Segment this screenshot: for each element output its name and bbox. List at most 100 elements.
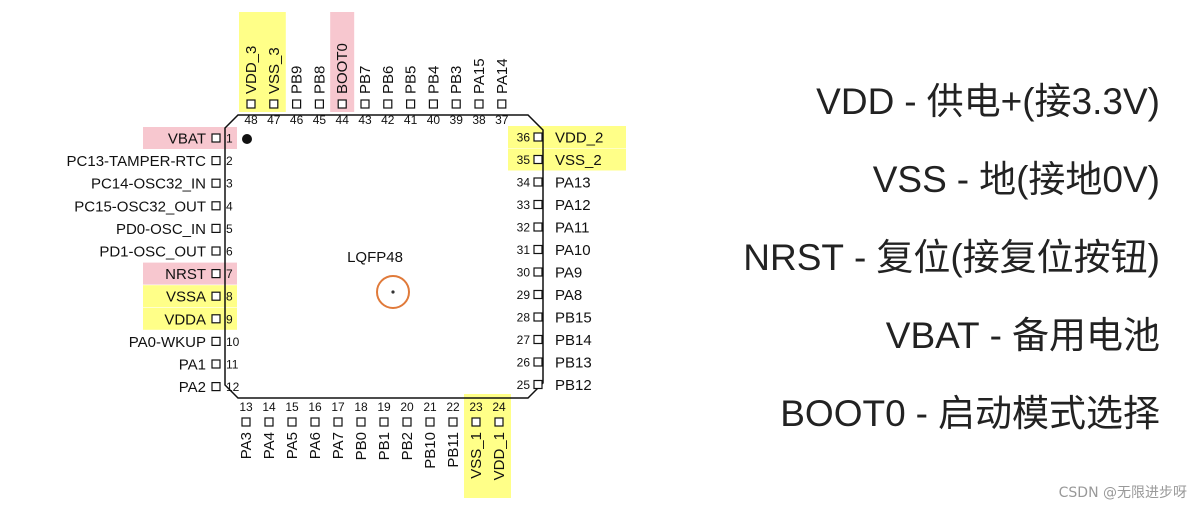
pin-pad xyxy=(448,417,458,427)
pin-number: 20 xyxy=(400,400,414,414)
pin-label: PB8 xyxy=(311,66,328,94)
pin-number: 26 xyxy=(517,356,531,370)
pin-label: PB6 xyxy=(380,66,397,94)
pin-pad xyxy=(533,177,543,187)
pin-pad xyxy=(269,99,279,109)
pin-highlight xyxy=(143,285,237,308)
legend-separator: - xyxy=(854,237,867,278)
pin-pad xyxy=(211,201,221,211)
pin-pad xyxy=(246,99,256,109)
pin-number: 12 xyxy=(226,380,240,394)
pin-pad xyxy=(287,417,297,427)
pin-number: 13 xyxy=(239,400,253,414)
legend-code: VSS xyxy=(872,159,947,200)
pin-label: VDD_3 xyxy=(243,46,260,94)
pin-number: 19 xyxy=(377,400,391,414)
pin-highlight xyxy=(330,12,355,112)
pin-pad xyxy=(211,382,221,392)
pin-label: PA15 xyxy=(471,58,488,94)
pin-label: PA14 xyxy=(494,58,511,94)
pin-label: NRST xyxy=(165,266,206,283)
legend-separator: - xyxy=(989,315,1002,356)
pin-number: 47 xyxy=(267,113,281,127)
pin-pad xyxy=(264,417,274,427)
pin-pad xyxy=(360,99,370,109)
pin-pad xyxy=(314,99,324,109)
legend-code: VBAT xyxy=(885,315,980,356)
pin-number: 15 xyxy=(285,400,299,414)
pin-label: PB3 xyxy=(448,66,465,94)
pin-pad xyxy=(533,154,543,165)
pin-pad xyxy=(474,99,484,109)
pin-legend: VDD-供电+(接3.3V) VSS-地(接地0V) NRST-复位(接复位按钮… xyxy=(680,78,1180,468)
pin-number: 37 xyxy=(495,113,509,127)
pin-label: PC15-OSC32_OUT xyxy=(74,198,206,215)
pin-number: 21 xyxy=(423,400,437,414)
pin-highlight xyxy=(261,12,286,112)
pin-label: BOOT0 xyxy=(334,43,351,94)
pin-label: PA2 xyxy=(179,379,206,396)
pin-pad xyxy=(533,222,543,232)
pin-pad xyxy=(533,357,543,367)
pin-pad xyxy=(333,417,343,427)
pin-pad xyxy=(379,417,389,427)
pin-number: 24 xyxy=(492,400,506,414)
pin-number: 6 xyxy=(226,245,233,259)
pin-label: PA9 xyxy=(555,265,582,282)
pin-number: 4 xyxy=(226,199,233,213)
pin-label: PB10 xyxy=(422,432,439,469)
pin-pad xyxy=(428,99,438,109)
pin-label: PB1 xyxy=(376,432,393,460)
pin-label: PD0-OSC_IN xyxy=(116,221,206,238)
pin-highlight xyxy=(143,262,237,285)
pin-number: 25 xyxy=(517,378,531,392)
pin-number: 27 xyxy=(517,333,531,347)
pin-label: PB12 xyxy=(555,377,592,394)
pin-pad xyxy=(402,417,412,427)
pin-label: PA0-WKUP xyxy=(129,334,206,351)
pin-pad xyxy=(356,417,366,427)
pin-label: PB9 xyxy=(289,66,306,94)
legend-description: 复位(接复位按钮) xyxy=(876,237,1160,278)
pin-number: 33 xyxy=(517,198,531,212)
pin-pad xyxy=(211,269,221,279)
pin-number: 17 xyxy=(331,400,345,414)
pin-label: PA12 xyxy=(555,197,591,214)
legend-description: 启动模式选择 xyxy=(938,393,1160,434)
pin-pad xyxy=(425,417,435,427)
pin-number: 18 xyxy=(354,400,368,414)
pin-label: PB14 xyxy=(555,332,592,349)
pin-number: 3 xyxy=(226,177,233,191)
pin-label: PC13-TAMPER-RTC xyxy=(67,153,207,170)
pin-label: VSS_2 xyxy=(555,152,602,169)
pin-highlight xyxy=(239,12,263,112)
pin-number: 36 xyxy=(517,131,531,145)
pin-pad xyxy=(533,334,543,345)
pin-label: VBAT xyxy=(168,131,206,148)
pin-number: 1 xyxy=(226,132,233,146)
pin-label: PA3 xyxy=(238,432,255,459)
pin-number: 22 xyxy=(446,400,460,414)
pin-label: PB7 xyxy=(357,66,374,94)
pin-label: VDD_1 xyxy=(491,432,508,480)
pin-pad xyxy=(451,99,461,109)
legend-description: 地(接地0V) xyxy=(979,159,1160,200)
pin-label: VSSA xyxy=(166,289,206,306)
chip-body xyxy=(224,114,544,399)
pin-label: PC14-OSC32_IN xyxy=(91,176,206,193)
pin-pad xyxy=(406,99,416,109)
pin-number: 32 xyxy=(517,221,531,235)
pin-pad xyxy=(533,267,543,277)
pin-pad xyxy=(497,99,507,109)
orientation-marker-icon xyxy=(376,275,410,309)
pin-pad xyxy=(337,99,347,109)
legend-separator: - xyxy=(915,393,928,434)
pin-highlight xyxy=(464,394,488,498)
legend-code: BOOT0 xyxy=(780,393,906,434)
pin-label: PA7 xyxy=(330,432,347,459)
pin-pad xyxy=(533,379,543,390)
pin-number: 46 xyxy=(290,113,304,127)
pin-label: PB0 xyxy=(353,432,370,460)
pin-number: 48 xyxy=(244,113,258,127)
legend-row-vss: VSS-地(接地0V) xyxy=(680,156,1180,234)
